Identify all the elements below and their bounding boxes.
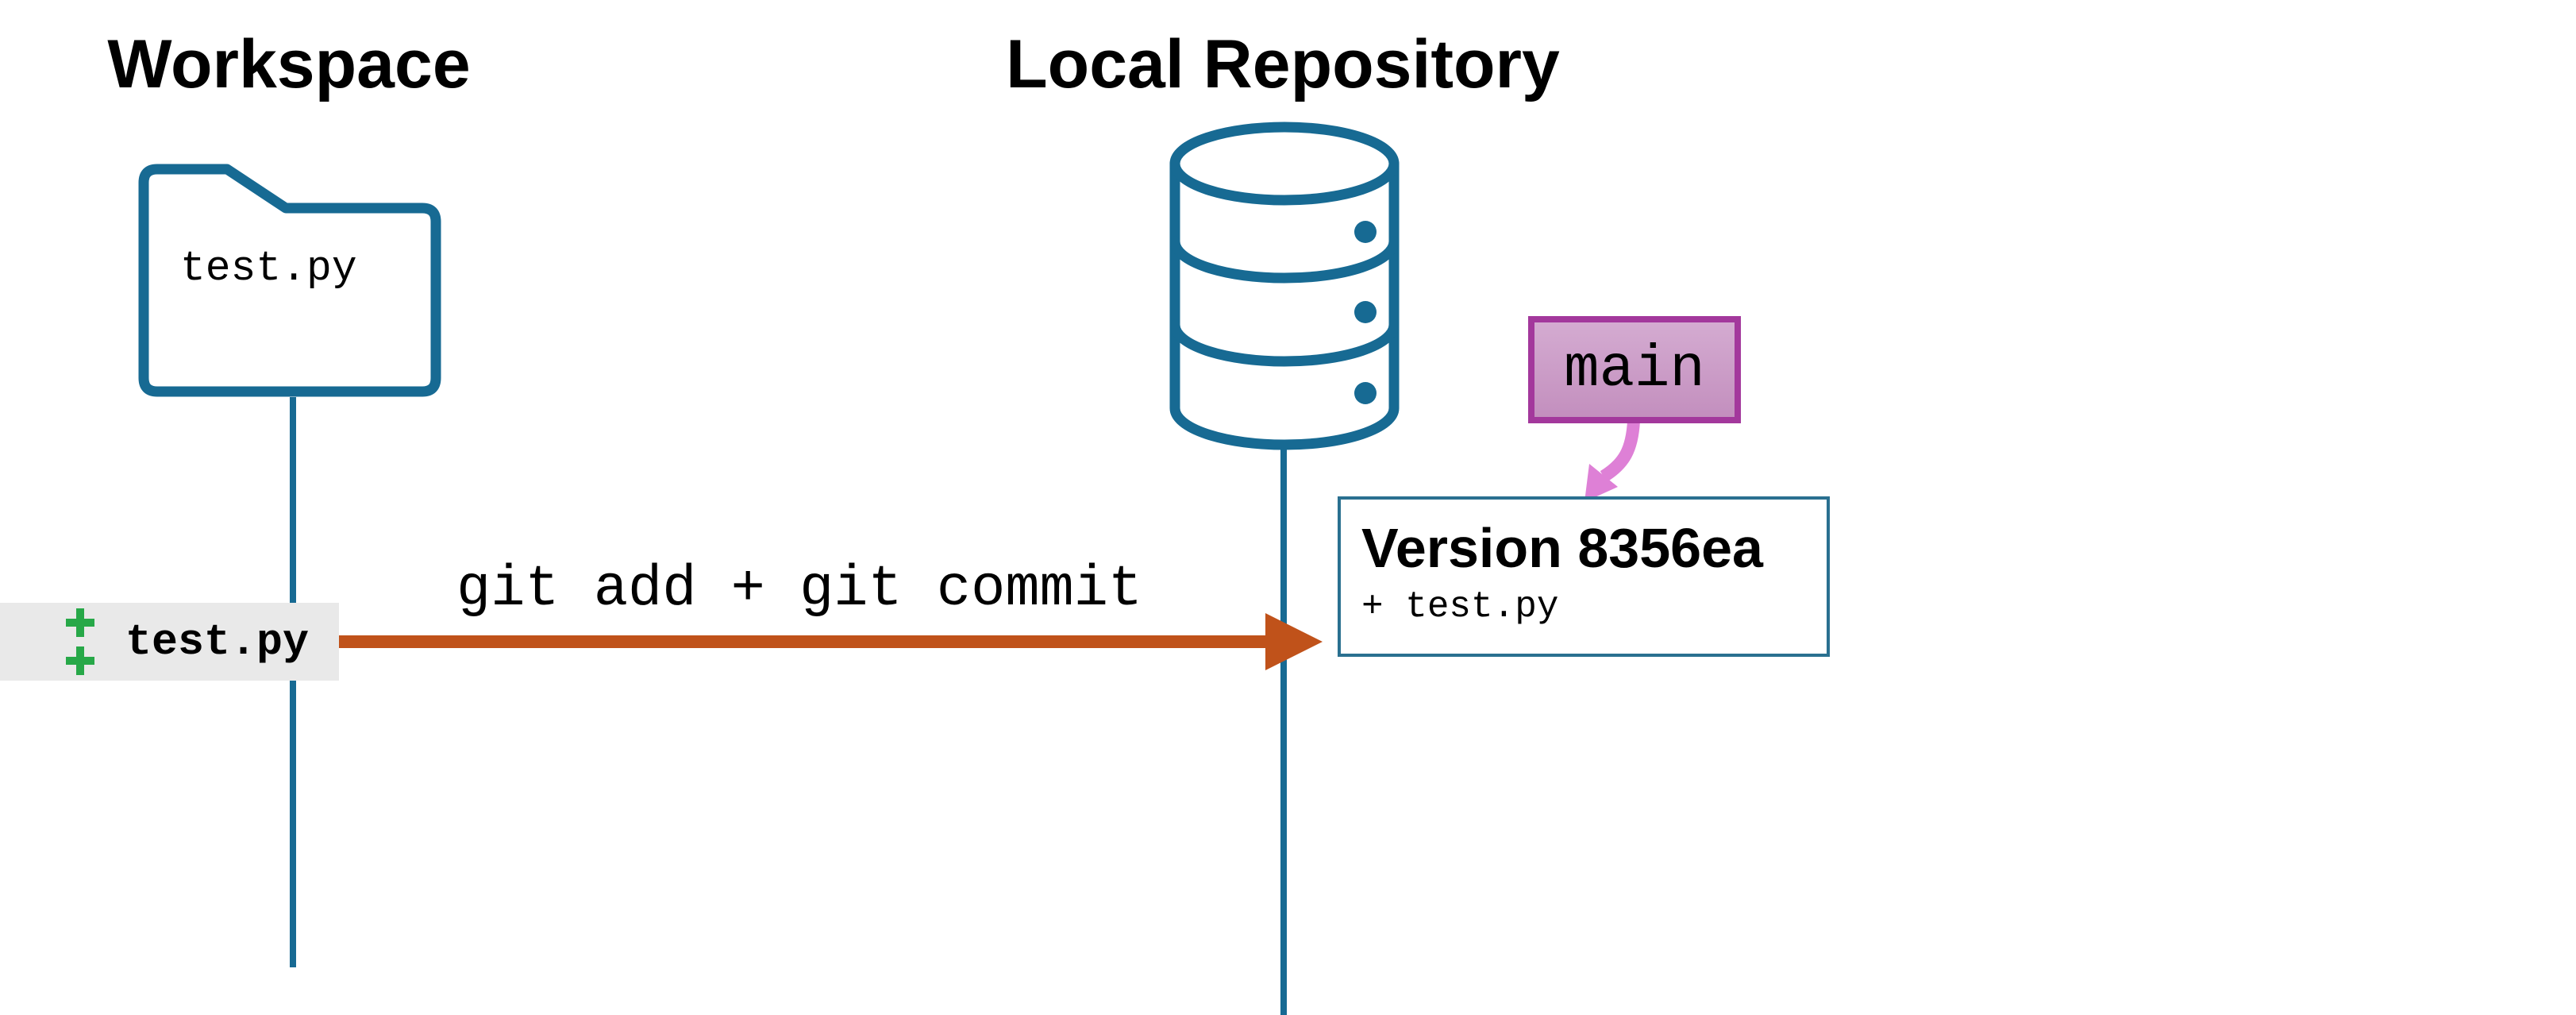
repository-lifeline	[1280, 445, 1287, 1015]
commit-box-change: + test.py	[1361, 586, 1559, 627]
curved-arrow-down-icon	[1584, 421, 1640, 502]
folder-icon	[138, 164, 441, 397]
commit-box: Version 8356ea + test.py	[1338, 496, 1830, 657]
commit-arrow-label: git add + git commit	[456, 557, 1143, 622]
arrow-right-head-icon	[1265, 613, 1323, 670]
local-repository-title: Local Repository	[1006, 26, 1560, 102]
commit-box-title: Version 8356ea	[1361, 517, 1763, 579]
plus-icons	[66, 608, 94, 675]
staged-file-label: test.py	[0, 603, 339, 681]
workspace-title: Workspace	[107, 26, 471, 102]
staged-file-name: test.py	[125, 616, 310, 667]
database-dot	[1354, 221, 1377, 243]
branch-tag-main: main	[1528, 316, 1741, 423]
workspace-file-label: test.py	[180, 245, 357, 292]
branch-tag-label: main	[1564, 336, 1705, 403]
workspace-lifeline	[290, 397, 296, 967]
arrow-right-icon	[339, 635, 1268, 648]
database-dot	[1354, 382, 1377, 404]
database-dot	[1354, 301, 1377, 323]
database-icon	[1169, 122, 1400, 450]
